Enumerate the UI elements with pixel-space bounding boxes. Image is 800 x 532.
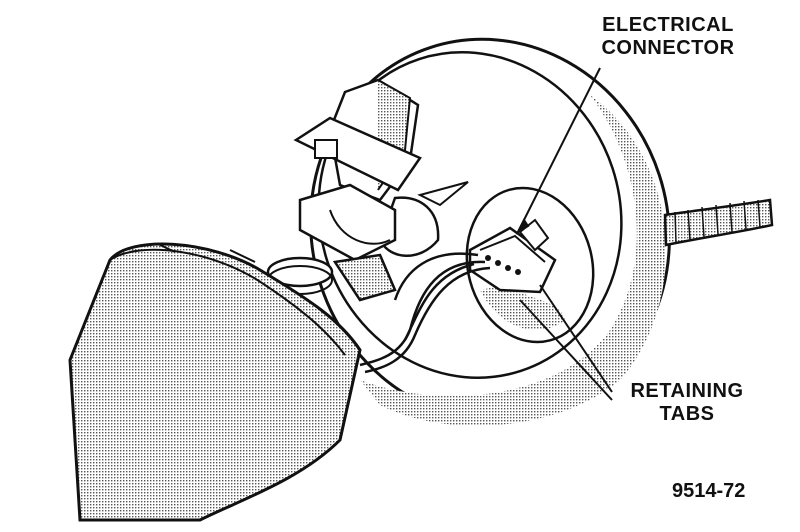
retaining-tabs-label: RETAINING TABS [612, 380, 762, 426]
figure-number: 9514-72 [672, 480, 746, 502]
leader-lines [515, 67, 613, 401]
electrical-connector-label-line1: ELECTRICAL [602, 14, 734, 36]
lock-nut [266, 253, 397, 302]
outlet-fitting [293, 78, 469, 262]
electrical-connector [468, 218, 557, 294]
retaining-tab-leader-2 [519, 299, 613, 401]
electrical-connector-leader [517, 67, 601, 233]
retaining-tab-leader-1 [539, 284, 613, 393]
wire-harness [359, 252, 491, 374]
retaining-tabs-label-line2: TABS [659, 403, 715, 425]
pump-body [68, 242, 362, 522]
retaining-tabs-label-line1: RETAINING [630, 380, 744, 402]
electrical-connector-label-line2: CONNECTOR [601, 37, 735, 59]
electrical-connector-label: ELECTRICAL CONNECTOR [578, 14, 758, 60]
fuel-hose [663, 198, 774, 247]
